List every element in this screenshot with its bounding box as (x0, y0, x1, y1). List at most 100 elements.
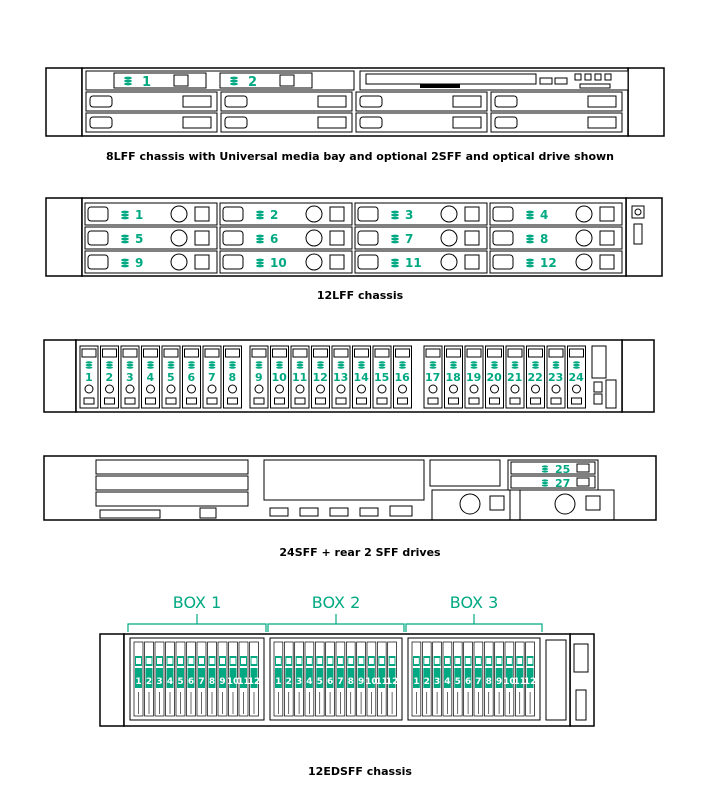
drive-number: 4 (167, 677, 173, 687)
drive-number: 6 (465, 677, 471, 687)
sff-bay: 12 (311, 345, 330, 409)
drive-number: 1 (135, 677, 141, 687)
drive-number: 16 (395, 371, 411, 384)
drive-stack-icon (541, 479, 549, 487)
edsff-bay: 4 (165, 641, 175, 717)
sff-bay: 1 (79, 345, 99, 409)
edsff-bay: 8 (345, 641, 356, 717)
drive-number: 1 (413, 677, 419, 687)
drive-number: 17 (425, 371, 440, 384)
drive-stack-icon (429, 361, 437, 369)
sff-bay: 6 (182, 345, 201, 409)
drive-number: 3 (434, 677, 440, 687)
caption-8lff: 8LFF chassis with Universal media bay an… (105, 150, 614, 163)
edsff-bay: 2 (144, 641, 154, 717)
drive-stack-icon (208, 361, 216, 369)
drive-number: 8 (348, 677, 354, 687)
box-label: BOX 1 (173, 593, 222, 612)
sff-bay: 9 (249, 345, 269, 409)
drive-stack-icon (526, 210, 534, 220)
edsff-bay: 10 (227, 641, 240, 717)
drive-stack-icon (296, 361, 304, 369)
drive-number: 5 (455, 677, 461, 687)
edsff-bay: 12 (524, 641, 536, 717)
drive-number: 9 (219, 677, 225, 687)
edsff-bay: 1 (133, 641, 144, 717)
sff-bay: 21 (505, 345, 525, 409)
lff-bay: 9 (84, 250, 218, 274)
drive-number: 10 (270, 256, 287, 270)
edsff-bay: 4 (304, 641, 315, 717)
drive-stack-icon (167, 361, 175, 369)
edsff-bay: 9 (356, 641, 366, 717)
drive-number: 10 (227, 677, 240, 687)
drive-number: 11 (292, 371, 307, 384)
lff-bay: 3 (354, 202, 488, 226)
drive-number: 9 (255, 371, 263, 384)
drive-stack-icon (391, 258, 399, 268)
drive-stack-icon (573, 361, 580, 369)
drive-number: 3 (296, 677, 302, 687)
drive-stack-icon (491, 361, 498, 369)
edsff-bay: 11 (237, 641, 250, 717)
drive-number: 11 (237, 677, 250, 687)
edsff-bay: 6 (325, 641, 335, 717)
drive-number: 4 (540, 208, 548, 222)
edsff-bay: 12 (248, 641, 260, 717)
drive-stack-icon (147, 361, 154, 369)
drive-number: 9 (496, 677, 502, 687)
edsff-bay: 11 (375, 641, 388, 717)
lff-bay: 1 (84, 202, 218, 226)
edsff-bay: 3 (154, 641, 165, 717)
edsff-bay: 10 (365, 641, 378, 717)
drive-stack-icon (121, 234, 129, 244)
drive-number: 2 (146, 677, 152, 687)
drive-number: 6 (270, 232, 278, 246)
sff-bay: 2 (100, 345, 119, 409)
edsff-bay: 2 (421, 641, 432, 717)
drive-stack-icon (256, 210, 264, 220)
edsff-bay: 5 (175, 641, 186, 717)
sff-bay: 20 (485, 345, 504, 409)
drive-number: 21 (507, 371, 522, 384)
drive-number: 8 (540, 232, 548, 246)
lff-bay: 8 (489, 226, 623, 250)
sff-bay: 19 (464, 345, 484, 409)
lff-bay: 11 (354, 250, 488, 274)
drive-number: 8 (229, 371, 237, 384)
sff-bay: 23 (546, 345, 566, 409)
drive-number: 14 (354, 371, 370, 384)
edsff-bay: 5 (452, 641, 463, 717)
sff-bay: 8 (223, 345, 242, 409)
drive-stack-icon (230, 76, 238, 86)
drive-stack-icon (255, 361, 263, 369)
sff-bay: 10 (270, 345, 289, 409)
drive-number: 6 (327, 677, 333, 687)
drive-number: 4 (147, 371, 155, 384)
drive-number: 8 (209, 677, 215, 687)
drive-stack-icon (526, 258, 534, 268)
drive-number: 5 (317, 677, 323, 687)
drive-stack-icon (358, 361, 365, 369)
drive-number: 9 (358, 677, 364, 687)
sff-bay: 1 (113, 72, 207, 90)
rear-sff-bay: 27 (510, 475, 596, 490)
drive-number: 6 (188, 371, 196, 384)
edsff-bay: 8 (207, 641, 217, 717)
edsff-bay: 3 (432, 641, 442, 717)
drive-number: 20 (487, 371, 503, 384)
drive-stack-icon (276, 361, 283, 369)
drive-number: 1 (142, 75, 151, 90)
drive-number: 10 (365, 677, 378, 687)
box-label: BOX 3 (450, 593, 499, 612)
lff-bay: 5 (84, 226, 218, 250)
lff-bay: 4 (489, 202, 623, 226)
lff-bay (490, 91, 623, 112)
drive-stack-icon (121, 258, 129, 268)
edsff-bay: 3 (294, 641, 304, 717)
edsff-bay: 7 (473, 641, 484, 717)
edsff-bay: 9 (494, 641, 504, 717)
drive-number: 13 (333, 371, 348, 384)
